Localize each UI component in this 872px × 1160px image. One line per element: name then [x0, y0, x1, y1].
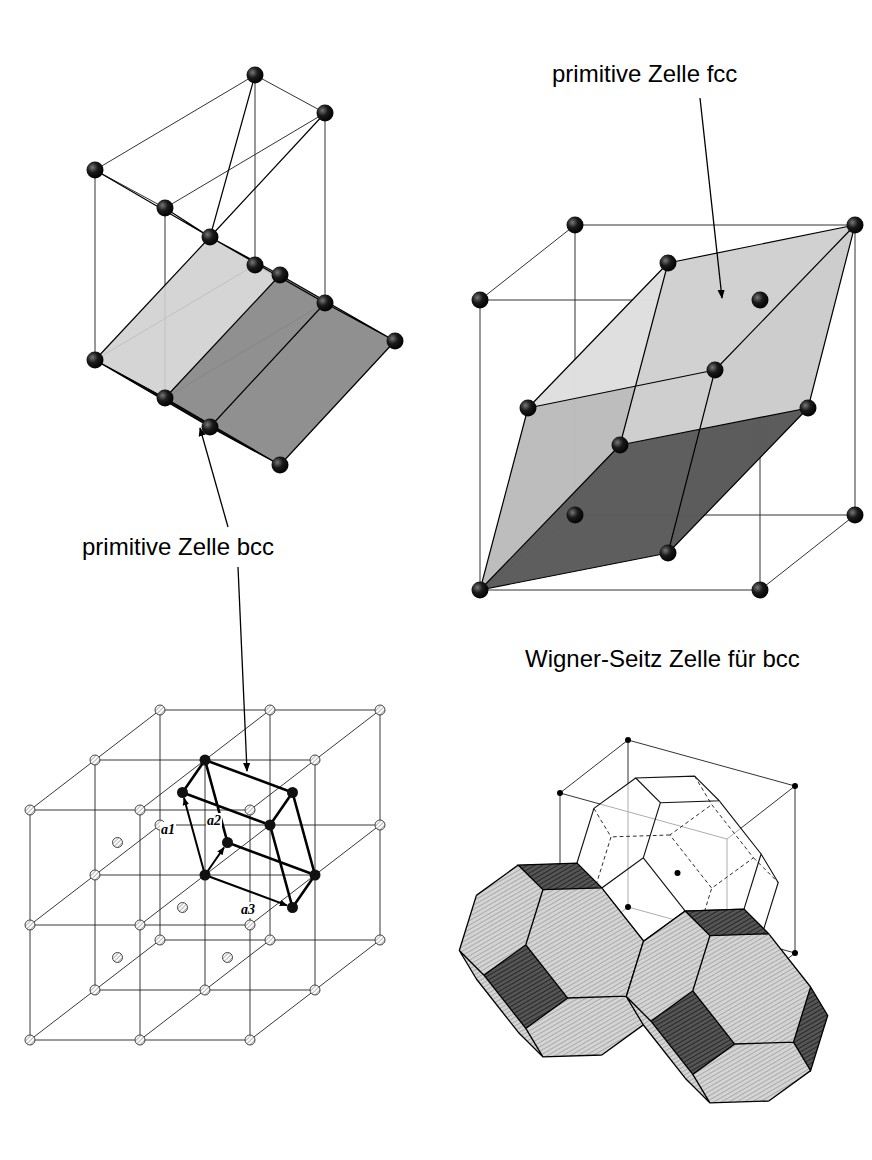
- atom: [472, 292, 489, 309]
- ws-edges: [626, 909, 827, 1103]
- lattice-point: [245, 1035, 255, 1045]
- ws-square-faces: [651, 909, 828, 1074]
- fcc-primitive-figure: [472, 217, 864, 599]
- cell-point: [200, 870, 211, 881]
- ws-cell-body: [459, 863, 660, 1057]
- leader-arrow: [200, 428, 228, 527]
- atom: [567, 507, 584, 524]
- atom: [87, 162, 104, 179]
- atom: [247, 67, 264, 84]
- primitive-cell-edges: [183, 760, 316, 908]
- vector-label: a2: [206, 813, 222, 829]
- atom: [387, 333, 404, 350]
- lattice-point: [90, 870, 100, 880]
- atom: [87, 352, 104, 369]
- cell-point: [287, 787, 298, 798]
- cell-point: [310, 870, 321, 881]
- lattice-point: [265, 705, 275, 715]
- cell-edges: [95, 75, 395, 465]
- lattice-point: [135, 805, 145, 815]
- lattice-point: [155, 705, 165, 715]
- lattice-point: [310, 755, 320, 765]
- lattice-point: [375, 935, 385, 945]
- lattice-point: [155, 935, 165, 945]
- atom: [752, 292, 769, 309]
- lattice-point: [310, 985, 320, 995]
- atom: [247, 257, 264, 274]
- figure-caption: Wigner-Seitz Zelle für bcc: [525, 645, 800, 673]
- wigner-seitz-figure: [459, 737, 827, 1103]
- ws-cell-body: [626, 909, 827, 1103]
- lattice-point: [113, 953, 123, 963]
- cube-corner: [792, 783, 798, 789]
- cell-point: [222, 837, 233, 848]
- lattice-point: [113, 838, 123, 848]
- body-center: [675, 870, 681, 876]
- primitive-vector: [184, 798, 205, 875]
- vector-label: a1: [160, 822, 176, 838]
- atom: [612, 437, 629, 454]
- cell-point: [177, 787, 188, 798]
- leader-arrow: [238, 567, 247, 771]
- atom: [317, 295, 334, 312]
- cube-edges: [480, 225, 855, 590]
- ws-edges: [459, 863, 660, 1057]
- atom: [847, 507, 864, 524]
- bcc-lattice-figure: [25, 705, 385, 1045]
- atom: [202, 229, 219, 246]
- lattice-grid: [30, 710, 380, 1040]
- lattice-point: [90, 755, 100, 765]
- leader-arrow: [700, 98, 722, 298]
- vector-label: a3: [240, 902, 256, 918]
- atom: [272, 457, 289, 474]
- lattice-point: [200, 985, 210, 995]
- cube-corner: [625, 737, 631, 743]
- lattice-point: [223, 953, 233, 963]
- cube-corner: [792, 950, 798, 956]
- lattice-point: [178, 903, 188, 913]
- atom: [567, 217, 584, 234]
- atom: [752, 582, 769, 599]
- lattice-point: [135, 1035, 145, 1045]
- bcc-primitive-figure: [87, 67, 404, 474]
- primitive-vector: [205, 875, 287, 905]
- atom: [520, 400, 537, 417]
- atom: [202, 419, 219, 436]
- atom: [272, 267, 289, 284]
- atom: [660, 545, 677, 562]
- atom: [317, 105, 334, 122]
- atom: [800, 400, 817, 417]
- cube-corner: [625, 904, 631, 910]
- lattice-point: [25, 920, 35, 930]
- lattice-point: [265, 935, 275, 945]
- atom: [847, 217, 864, 234]
- atom: [472, 582, 489, 599]
- cell-edges: [480, 225, 855, 590]
- cell-point: [200, 755, 211, 766]
- lattice-point: [245, 805, 255, 815]
- lattice-point: [245, 920, 255, 930]
- atom: [157, 200, 174, 217]
- atom: [157, 390, 174, 407]
- atom: [660, 255, 677, 272]
- lattice-point: [135, 920, 145, 930]
- lattice-point: [375, 705, 385, 715]
- lattice-point: [25, 805, 35, 815]
- cube-corner: [557, 790, 563, 796]
- figure-caption: primitive Zelle fcc: [552, 60, 737, 88]
- lattice-point: [25, 1035, 35, 1045]
- lattice-point: [90, 985, 100, 995]
- cell-point: [265, 820, 276, 831]
- ws-cell-shaded: [626, 909, 827, 1103]
- cell-face: [620, 225, 855, 445]
- ws-cell-shaded: [459, 863, 660, 1057]
- figure-caption: primitive Zelle bcc: [82, 533, 274, 561]
- lattice-point: [375, 820, 385, 830]
- cell-point: [287, 902, 298, 913]
- atom: [707, 362, 724, 379]
